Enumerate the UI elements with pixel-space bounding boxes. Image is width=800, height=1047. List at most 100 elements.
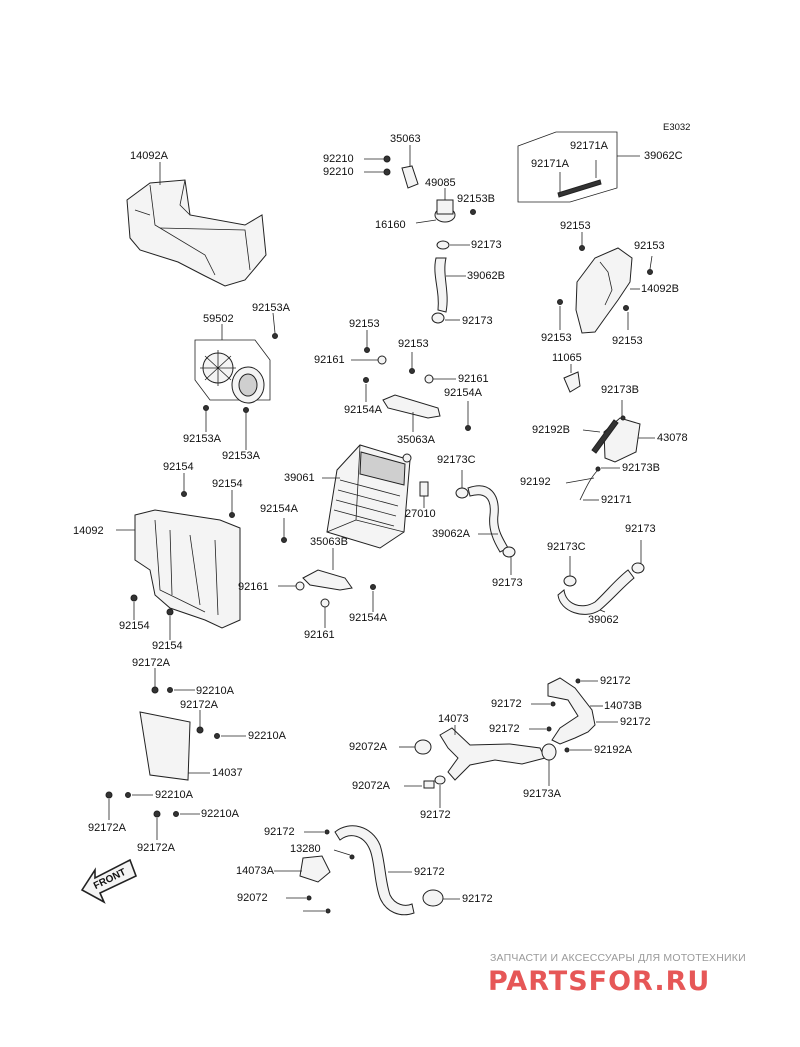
part-39062b-hose (431, 240, 450, 324)
part-35063-bracket (383, 155, 419, 189)
part-label: 39062 (588, 614, 619, 626)
part-label: 92153A (183, 433, 221, 445)
part-14092-shroud (130, 491, 241, 629)
part-39062-hose (557, 562, 645, 615)
part-label: 27010 (405, 508, 436, 520)
part-39062c-box (517, 131, 618, 203)
part-label: 92153 (398, 338, 429, 350)
part-14092a-shroud (126, 179, 267, 287)
part-label: 92153 (612, 335, 643, 347)
part-label: 92173C (437, 454, 476, 466)
part-label: 92153 (349, 318, 380, 330)
part-14073-pipe (414, 727, 557, 789)
part-label: 92172 (600, 675, 631, 687)
part-label: 35063A (397, 434, 435, 446)
part-label: 92210A (201, 808, 239, 820)
part-label: 92172 (489, 723, 520, 735)
part-label: 92153 (634, 240, 665, 252)
part-label: 39062B (467, 270, 505, 282)
part-center-bolts (363, 347, 471, 431)
part-label: 14092A (130, 150, 168, 162)
part-label: 92072 (237, 892, 268, 904)
part-label: 92154 (119, 620, 150, 632)
part-label: 92173C (547, 541, 586, 553)
part-label: 92153A (222, 450, 260, 462)
part-14092b-cover (557, 245, 653, 334)
part-label: 92171A (531, 158, 569, 170)
part-label: 92172 (491, 698, 522, 710)
part-label: 92072A (349, 741, 387, 753)
watermark-caption: ЗАПЧАСТИ И АКСЕССУАРЫ ДЛЯ МОТОТЕХНИКИ (490, 952, 746, 964)
part-label: 35063B (310, 536, 348, 548)
part-label: 92172 (264, 826, 295, 838)
part-14037-panel (105, 686, 220, 818)
part-label: 92210A (196, 685, 234, 697)
part-35063b-bracket (281, 537, 376, 608)
part-label: 59502 (203, 313, 234, 325)
part-label: 92172A (88, 822, 126, 834)
part-label: 92173 (492, 577, 523, 589)
part-35063a-bracket (382, 394, 441, 419)
part-label: 43078 (657, 432, 688, 444)
part-label: 92172 (462, 893, 493, 905)
part-label: 92172A (132, 657, 170, 669)
part-label: 14073A (236, 865, 274, 877)
part-label: 92161 (458, 373, 489, 385)
part-label: 35063 (390, 133, 421, 145)
part-label: 92154A (344, 404, 382, 416)
part-label: 92154A (444, 387, 482, 399)
part-label: 92192 (520, 476, 551, 488)
part-label: 49085 (425, 177, 456, 189)
part-label: 92161 (314, 354, 345, 366)
part-label: 14073B (604, 700, 642, 712)
part-label: 92173 (625, 523, 656, 535)
part-label: 92154 (152, 640, 183, 652)
part-label: 92153B (457, 193, 495, 205)
part-59502-fan (194, 333, 278, 413)
part-43078-reservoir (579, 415, 641, 501)
part-label: 92161 (238, 581, 269, 593)
part-label: 92154 (212, 478, 243, 490)
part-14073a-pipe (299, 825, 444, 916)
part-label: 92173B (601, 384, 639, 396)
part-label: 92192B (532, 424, 570, 436)
part-label: 92172A (180, 699, 218, 711)
part-label: 92072A (352, 780, 390, 792)
part-label: 92153 (541, 332, 572, 344)
part-label: 92210A (155, 789, 193, 801)
part-14073b-pipe (546, 677, 596, 753)
part-label: 92153A (252, 302, 290, 314)
part-label: 92173 (471, 239, 502, 251)
part-39061-radiator (326, 444, 412, 549)
part-label: 92192A (594, 744, 632, 756)
part-label: 13280 (290, 843, 321, 855)
part-label: 92171A (570, 140, 608, 152)
part-label: 14092 (73, 525, 104, 537)
part-label: 92172 (414, 866, 445, 878)
part-label: 11065 (552, 352, 582, 364)
watermark-logo: PARTSFOR.RU (488, 966, 711, 997)
part-label: 14037 (212, 767, 243, 779)
part-label: 39062A (432, 528, 470, 540)
part-39062a-hose (455, 485, 516, 558)
part-label: 92153 (560, 220, 591, 232)
part-11065-cap (563, 371, 581, 393)
part-27010-switch (419, 481, 429, 497)
part-label: 39061 (284, 472, 315, 484)
part-label: 16160 (375, 219, 406, 231)
part-label: 92161 (304, 629, 335, 641)
diagram-code: E3032 (663, 122, 691, 133)
part-label: 92172 (420, 809, 451, 821)
part-label: 92172 (620, 716, 651, 728)
part-label: 92173B (622, 462, 660, 474)
part-label: 92210 (323, 166, 354, 178)
part-label: 92171 (601, 494, 632, 506)
part-49085-cap (434, 188, 476, 223)
part-label: 92173A (523, 788, 561, 800)
part-label: 92173 (462, 315, 493, 327)
part-label: 92154A (349, 612, 387, 624)
front-arrow-icon (80, 858, 138, 904)
part-label: 92154A (260, 503, 298, 515)
